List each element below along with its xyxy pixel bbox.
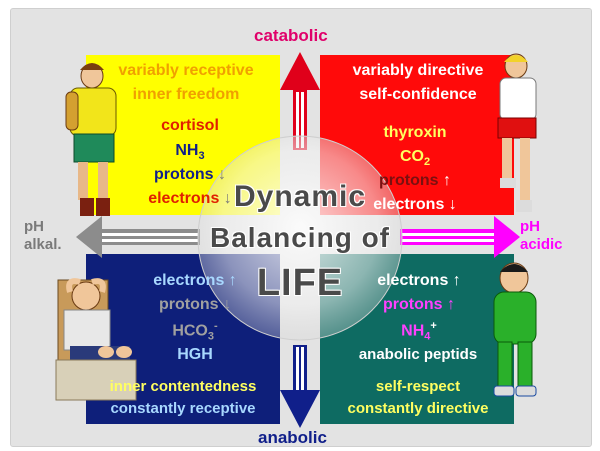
br-line2: constantly directive bbox=[347, 400, 489, 417]
tr-electrons: electrons ↓ bbox=[373, 196, 457, 213]
tr-protons: protons ↑ bbox=[379, 172, 451, 189]
relaxed-man-figure bbox=[55, 278, 137, 401]
tl-line1: variably receptive bbox=[118, 62, 254, 79]
anabolic-arrow bbox=[280, 345, 320, 428]
tr-hormone: thyroxin bbox=[383, 124, 447, 141]
bl-line2: constantly receptive bbox=[110, 400, 256, 417]
tr-line2: self-confidence bbox=[359, 86, 477, 103]
center-title-line3: LIFE bbox=[256, 262, 344, 304]
hiker-figure bbox=[65, 63, 117, 216]
tr-compound: CO2 bbox=[399, 148, 431, 169]
tr-line1: variably directive bbox=[352, 62, 484, 79]
tl-electrons: electrons ↓ bbox=[148, 190, 232, 207]
tl-compound: NH3 bbox=[175, 142, 205, 163]
catabolic-label: catabolic bbox=[254, 26, 328, 45]
br-electrons: electrons ↑ bbox=[377, 272, 461, 289]
ph-acidic-label-line2: acidic bbox=[520, 236, 563, 253]
catabolic-arrow bbox=[280, 52, 320, 150]
tl-hormone: cortisol bbox=[161, 117, 219, 134]
tl-protons: protons ↓ bbox=[154, 166, 226, 183]
br-line1: self-respect bbox=[375, 378, 461, 395]
bl-electrons: electrons ↑ bbox=[153, 272, 237, 289]
center-title-line2: Balancing of bbox=[209, 222, 390, 253]
ph-acidic-label-line1: pH bbox=[520, 218, 540, 235]
bl-line1: inner contentedness bbox=[109, 378, 257, 395]
runner-figure bbox=[497, 53, 537, 212]
br-hormone: anabolic peptids bbox=[358, 346, 478, 363]
br-protons: protons ↑ bbox=[383, 296, 455, 313]
acidic-arrow bbox=[400, 216, 520, 258]
alkaline-arrow bbox=[76, 216, 200, 258]
bl-hormone: HGH bbox=[177, 346, 213, 363]
tracksuit-boy-figure bbox=[493, 262, 537, 397]
bl-compound: HCO3- bbox=[172, 320, 218, 343]
tl-line2: inner freedom bbox=[132, 86, 240, 103]
br-compound: NH4+ bbox=[401, 320, 437, 343]
ph-alkaline-label-line2: alkal. bbox=[24, 236, 62, 253]
center-title-line1: Dynamic bbox=[233, 180, 367, 213]
bl-protons: protons ↓ bbox=[159, 296, 231, 313]
center-circle bbox=[197, 135, 403, 341]
ph-alkaline-label-line1: pH bbox=[24, 218, 44, 235]
anabolic-label: anabolic bbox=[258, 428, 327, 447]
